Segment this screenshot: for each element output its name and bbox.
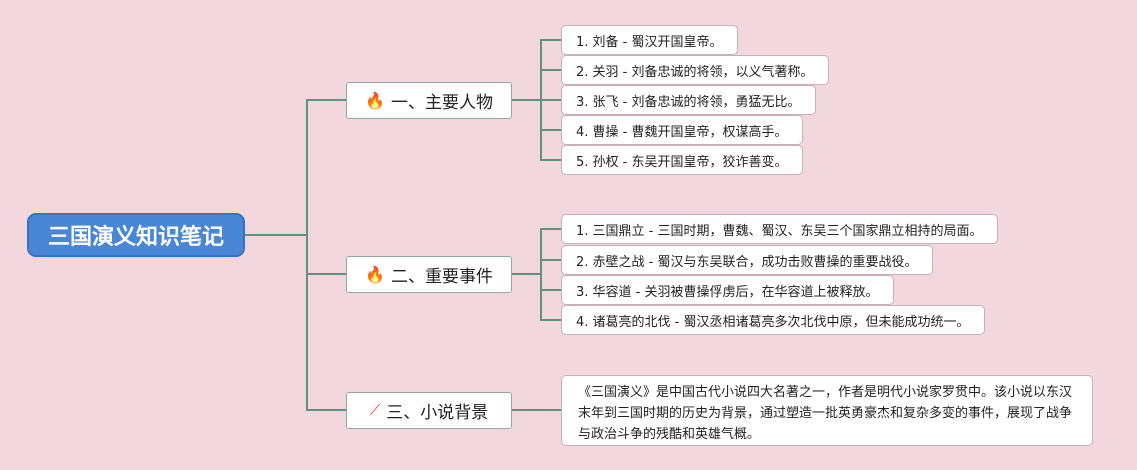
leaf-character[interactable]: 3. 张飞 - 刘备忠诚的将领，勇猛无比。 bbox=[561, 85, 816, 115]
branch-novel-background[interactable]: ⟋ 三、小说背景 bbox=[346, 392, 512, 429]
branch-label: 三、小说背景 bbox=[386, 403, 489, 423]
blue-flame-icon: 🔥 bbox=[365, 264, 385, 284]
leaf-event[interactable]: 3. 华容道 - 关羽被曹操俘虏后，在华容道上被释放。 bbox=[561, 275, 894, 305]
leaf-character[interactable]: 2. 关羽 - 刘备忠诚的将领，以义气著称。 bbox=[561, 55, 829, 85]
leaf-event[interactable]: 4. 诸葛亮的北伐 - 蜀汉丞相诸葛亮多次北伐中原，但未能成功统一。 bbox=[561, 305, 985, 335]
magic-wand-icon: ⟋ bbox=[369, 401, 381, 419]
leaf-character[interactable]: 1. 刘备 - 蜀汉开国皇帝。 bbox=[561, 25, 738, 55]
leaf-event[interactable]: 2. 赤壁之战 - 蜀汉与东吴联合，成功击败曹操的重要战役。 bbox=[561, 245, 933, 275]
fire-icon: 🔥 bbox=[365, 90, 385, 110]
background-paragraph[interactable]: 《三国演义》是中国古代小说四大名著之一，作者是明代小说家罗贯中。该小说以东汉末年… bbox=[561, 375, 1093, 446]
leaf-character[interactable]: 4. 曹操 - 曹魏开国皇帝，权谋高手。 bbox=[561, 115, 803, 145]
branch-label: 一、主要人物 bbox=[390, 93, 493, 113]
branch-major-events[interactable]: 🔥 二、重要事件 bbox=[346, 256, 512, 293]
branch-main-characters[interactable]: 🔥 一、主要人物 bbox=[346, 82, 512, 119]
branch-label: 二、重要事件 bbox=[390, 267, 493, 287]
root-node[interactable]: 三国演义知识笔记 bbox=[27, 213, 245, 257]
leaf-character[interactable]: 5. 孙权 - 东吴开国皇帝，狡诈善变。 bbox=[561, 145, 803, 175]
leaf-event[interactable]: 1. 三国鼎立 - 三国时期，曹魏、蜀汉、东吴三个国家鼎立相持的局面。 bbox=[561, 214, 998, 244]
